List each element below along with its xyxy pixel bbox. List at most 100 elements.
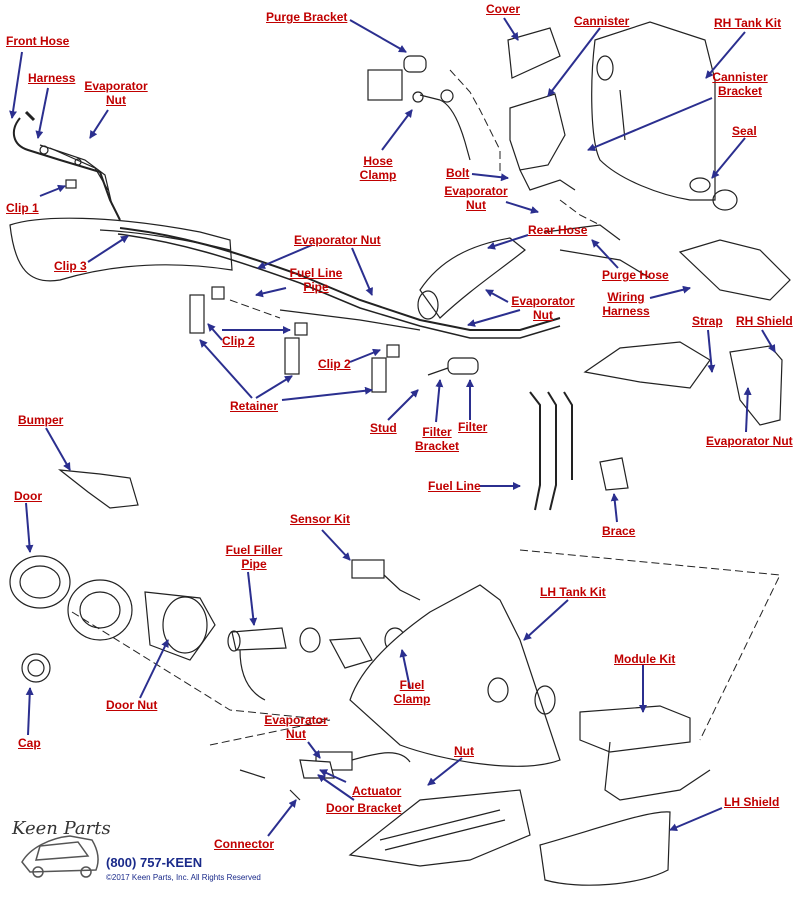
front-hose-part — [12, 117, 121, 221]
arrow-filter-bracket — [435, 379, 444, 423]
door-bracket-part — [299, 759, 335, 779]
arrow-hose-clamp — [381, 109, 413, 151]
label-cannister: Cannister — [574, 14, 630, 28]
lh-shield-part — [539, 811, 671, 886]
fuel-line-pipe-part — [119, 227, 561, 331]
arrow-purge-bracket — [349, 19, 407, 53]
lh-tank-part — [349, 584, 561, 767]
label-brace: Brace — [602, 524, 636, 538]
arrow-rh-shield — [761, 329, 776, 353]
connector-part — [239, 769, 301, 801]
label-sensor-kit: Sensor Kit — [290, 512, 351, 526]
label-lh-tank-kit: LH Tank Kit — [540, 585, 606, 599]
label-rear-hose: Rear Hose — [528, 223, 588, 237]
clip-2-part-2 — [294, 322, 308, 336]
arrow-cover — [503, 17, 519, 41]
arrow-cap — [25, 687, 34, 736]
callout-arrows — [9, 17, 776, 837]
label-clip-2b: Clip 2 — [318, 357, 351, 371]
arrow-nut — [427, 757, 463, 786]
label-front-hose: Front Hose — [6, 34, 70, 48]
sensor-kit-part — [351, 559, 385, 579]
retainer-part-3 — [371, 357, 387, 393]
arrow-retainer-1 — [199, 339, 253, 399]
arrow-evaporator-nut-6 — [307, 741, 321, 759]
arrow-evaporator-nut-1 — [89, 109, 109, 139]
arrow-stud — [387, 389, 419, 421]
wiring-harness-part — [678, 239, 791, 301]
arrow-evaporator-nut-2 — [505, 201, 539, 214]
phone-number[interactable]: (800) 757-KEEN — [106, 855, 203, 870]
arrow-fuel-filler-pipe — [247, 571, 258, 626]
arrow-evaporator-nut-4b — [467, 309, 521, 327]
arrow-lh-tank-kit — [523, 599, 569, 641]
parts-artwork — [9, 21, 791, 886]
strap-part — [583, 341, 711, 389]
arrow-bumper — [45, 427, 71, 471]
arrow-door — [25, 502, 34, 553]
label-rh-shield: RH Shield — [736, 314, 793, 328]
door-housing-part — [67, 579, 133, 641]
arrow-bolt — [471, 173, 509, 182]
label-clip-2a: Clip 2 — [222, 334, 255, 348]
rh-shield-part — [729, 345, 783, 426]
label-evaporator-nut-5: Evaporator Nut — [706, 434, 793, 448]
arrow-retainer-2 — [255, 375, 293, 399]
arrow-door-bracket — [317, 774, 355, 801]
arrow-rear-hose — [487, 234, 529, 250]
module-kit-part — [579, 705, 691, 753]
arrow-rh-tank-kit — [705, 31, 746, 79]
label-nut: Nut — [454, 744, 474, 758]
door-part — [9, 555, 71, 609]
label-bumper: Bumper — [18, 413, 64, 427]
arrow-fuel-clamp — [399, 649, 411, 689]
label-door-nut: Door Nut — [106, 698, 158, 712]
label-connector: Connector — [214, 837, 274, 851]
arrow-clip-1 — [39, 184, 66, 197]
fuel-line-part — [529, 391, 541, 511]
arrow-evaporator-nut-5 — [743, 387, 752, 433]
arrow-connector — [267, 799, 297, 837]
arrow-evaporator-nut-4a — [485, 289, 509, 303]
purge-bracket-part — [367, 69, 403, 101]
frame-rail-left — [9, 217, 233, 282]
keen-parts-logo — [21, 835, 99, 878]
bumper-part — [58, 469, 139, 509]
rh-tank-part — [591, 21, 716, 201]
label-retainer: Retainer — [230, 399, 279, 413]
arrow-front-hose — [9, 51, 23, 119]
brace-part — [599, 457, 629, 491]
label-bolt: Bolt — [446, 166, 470, 180]
arrow-fuel-line-pipe — [255, 287, 287, 298]
arrow-harness — [35, 87, 49, 139]
arrow-clip-2b — [349, 348, 381, 363]
label-purge-hose: Purge Hose — [602, 268, 669, 282]
cannister-part — [509, 93, 566, 171]
label-actuator: Actuator — [352, 784, 402, 798]
fuel-filler-pipe-part — [231, 627, 287, 651]
fuel-clamp-part — [329, 637, 373, 669]
retainer-part-1 — [189, 294, 205, 334]
label-clip-3: Clip 3 — [54, 259, 87, 273]
cap-part — [21, 653, 51, 683]
label-harness: Harness — [28, 71, 76, 85]
arrow-wiring-harness — [649, 285, 691, 299]
dashed-lines — [71, 69, 781, 746]
arrow-sensor-kit — [321, 529, 351, 561]
keen-parts-logo-text: Keen Parts — [12, 818, 111, 839]
door-nut-part — [144, 591, 216, 661]
seal-part — [712, 189, 738, 211]
arrow-door-nut — [139, 639, 169, 699]
label-stud: Stud — [370, 421, 397, 435]
arrow-brace — [610, 493, 619, 523]
clip-2-part-1 — [211, 286, 225, 300]
label-purge-bracket: Purge Bracket — [266, 10, 348, 24]
